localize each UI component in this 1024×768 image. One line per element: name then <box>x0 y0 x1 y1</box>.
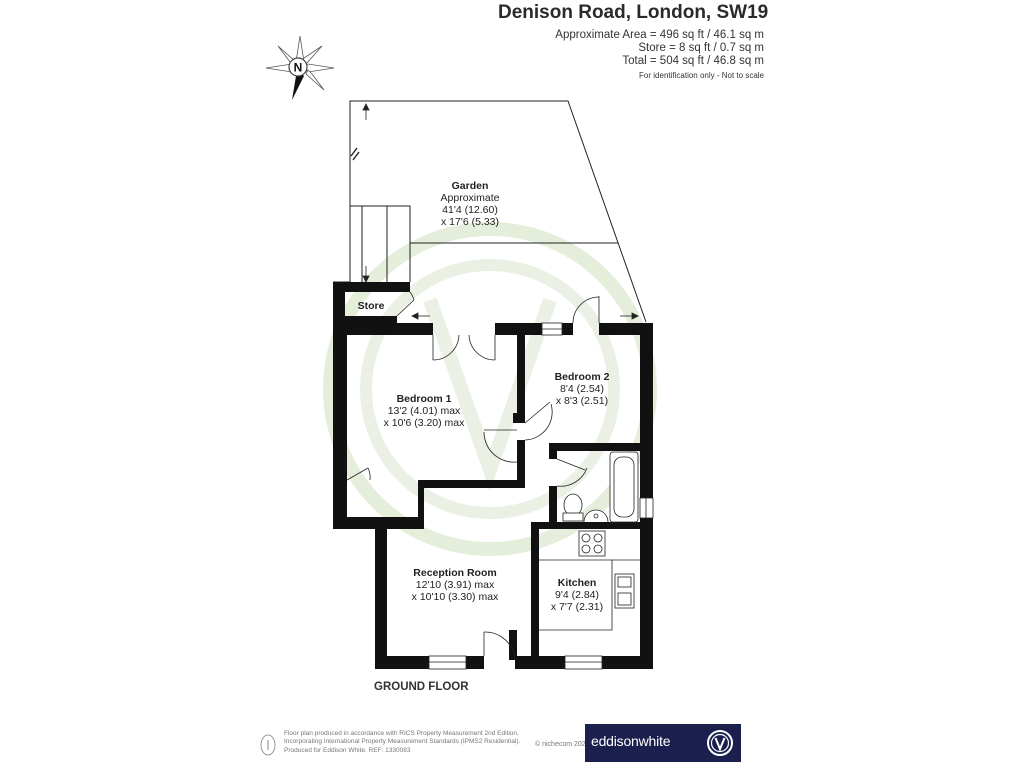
kitchen-line2: x 7'7 (2.31) <box>551 601 603 613</box>
bedroom2-line2: x 8'3 (2.51) <box>556 395 608 407</box>
footer-line-1: Floor plan produced in accordance with R… <box>284 730 519 737</box>
footer-line-3: Produced for Eddison White. REF: 1330083 <box>284 746 411 754</box>
bedroom2-name: Bedroom 2 <box>555 371 610 383</box>
scale-note: For identification only - Not to scale <box>639 71 764 80</box>
garden-line1: Approximate <box>441 192 500 204</box>
windows <box>428 322 654 670</box>
footer-text: Floor plan produced in accordance with R… <box>284 730 564 755</box>
doors <box>346 291 600 661</box>
hob-icon <box>578 530 606 557</box>
property-title: Denison Road, London, SW19 <box>498 2 769 23</box>
reception-line2: x 10'10 (3.30) max <box>412 591 499 603</box>
garden-line2: 41'4 (12.60) <box>442 204 498 216</box>
brand-emblem-icon <box>707 730 733 756</box>
rics-info-icon <box>260 734 276 756</box>
garden-line3: x 17'6 (5.33) <box>441 216 499 228</box>
garden-name: Garden <box>452 180 489 192</box>
bedroom1-name: Bedroom 1 <box>397 393 452 405</box>
reception-name: Reception Room <box>413 567 496 579</box>
store-name: Store <box>358 300 385 312</box>
bedroom1-line2: x 10'6 (3.20) max <box>384 417 466 429</box>
total-area: Total = 504 sq ft / 46.8 sq m <box>622 55 764 67</box>
kitchen-fixtures <box>539 530 640 631</box>
copyright-text: © nichecom 2025. <box>535 741 592 748</box>
walls <box>333 282 653 669</box>
bedroom1-line1: 13'2 (4.01) max <box>388 405 461 417</box>
compass-north-label: N <box>294 61 303 75</box>
footer-line-2: Incorporating International Property Mea… <box>284 738 521 746</box>
store-area: Store = 8 sq ft / 0.7 sq m <box>638 42 764 54</box>
garden-arrows <box>362 103 639 320</box>
brand-logo: eddisonwhite <box>585 724 741 762</box>
kitchen-name: Kitchen <box>558 577 597 589</box>
floor-label: GROUND FLOOR <box>374 681 469 693</box>
bathroom-fixtures <box>562 451 639 523</box>
kitchen-line1: 9'4 (2.84) <box>555 589 599 601</box>
bedroom2-line1: 8'4 (2.54) <box>560 383 604 395</box>
reception-line1: 12'10 (3.91) max <box>416 579 495 591</box>
approximate-area: Approximate Area = 496 sq ft / 46.1 sq m <box>555 29 764 41</box>
brand-name: eddisonwhite <box>591 733 671 749</box>
room-labels: Garden Approximate 41'4 (12.60) x 17'6 (… <box>358 180 610 613</box>
compass-icon: N <box>265 35 335 100</box>
